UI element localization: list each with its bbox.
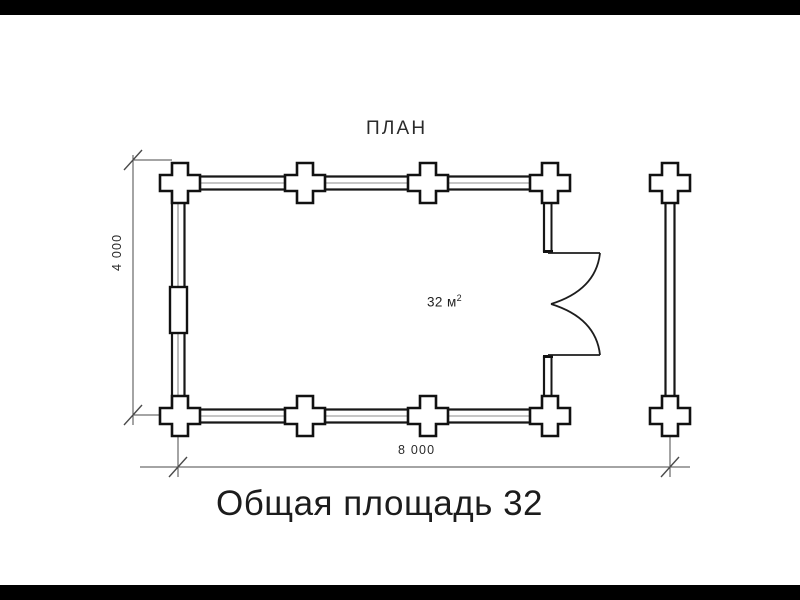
log-corner-cross-joint: [283, 394, 327, 438]
log-corner-cross-joint: [528, 161, 572, 205]
room-area-label: 32 м2: [427, 293, 462, 310]
page-title: ПЛАН: [366, 118, 428, 139]
letterbox-bar-bottom: [0, 585, 800, 600]
area-unit-exponent: 2: [456, 293, 463, 303]
log-corner-cross-joint: [648, 161, 692, 205]
log-corner-cross-joint-group: [158, 161, 692, 438]
log-corner-cross-joint: [283, 161, 327, 205]
total-area-caption: Общая площадь 32: [216, 484, 544, 523]
room-area-value: 32 м: [427, 294, 457, 310]
letterbox-bar-top: [0, 0, 800, 15]
floor-plan-drawing: [123, 149, 692, 478]
drawing-sheet: ПЛАН 32 м2 8 000 4 000 Общая площадь 32: [0, 15, 800, 585]
dimension-left: [123, 149, 172, 426]
double-door-swing: [548, 252, 601, 356]
log-corner-cross-joint: [528, 394, 572, 438]
detached-wall-segment: [664, 183, 676, 417]
dimension-width-label: 8 000: [398, 443, 436, 457]
log-corner-cross-joint: [158, 394, 202, 438]
window-opening: [168, 285, 189, 335]
dimension-height-label: 4 000: [110, 233, 124, 271]
wall-top: [178, 175, 550, 191]
log-corner-cross-joint: [406, 394, 450, 438]
wall-bottom: [178, 408, 550, 424]
log-corner-cross-joint: [648, 394, 692, 438]
log-corner-cross-joint: [158, 161, 202, 205]
log-corner-cross-joint: [406, 161, 450, 205]
